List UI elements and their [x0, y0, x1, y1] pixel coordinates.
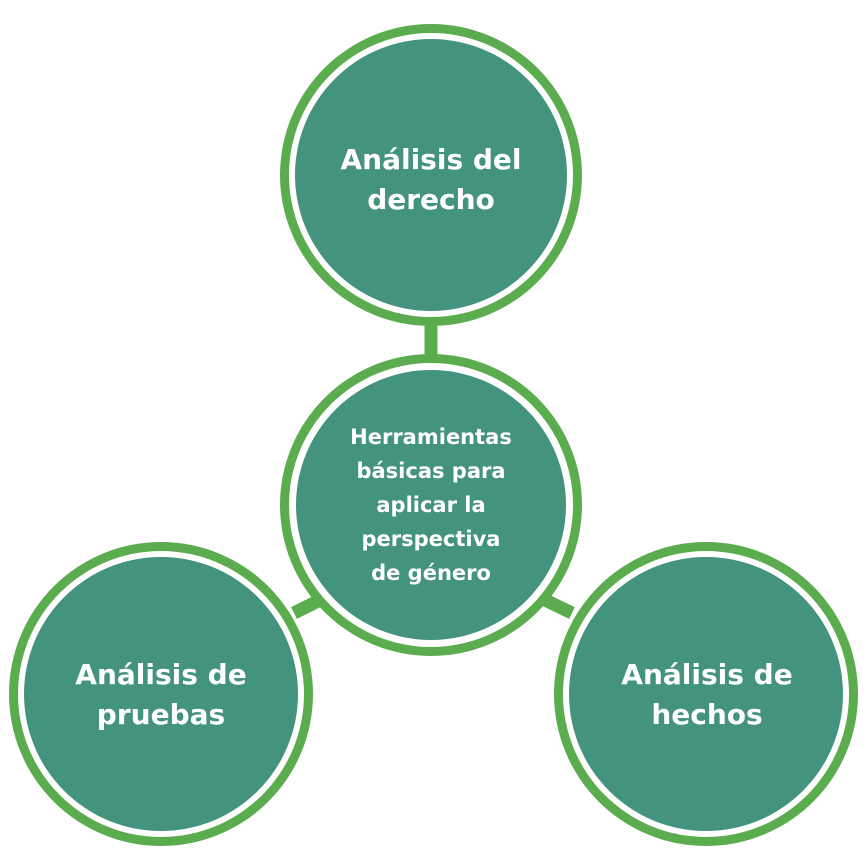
node-center-line: básicas para — [356, 458, 506, 483]
connector-right — [542, 594, 575, 619]
node-right-label: Análisis de hechos — [576, 635, 838, 755]
node-left — [9, 542, 313, 846]
node-left-disc — [24, 557, 298, 831]
node-left-line: Análisis de — [75, 658, 247, 692]
node-top-line: Análisis del — [340, 143, 522, 177]
node-center-line: de género — [371, 561, 491, 586]
node-center — [280, 354, 582, 656]
node-left-line: pruebas — [96, 698, 226, 731]
node-top-line: derecho — [367, 183, 495, 216]
node-right-line: hechos — [651, 698, 763, 731]
node-top — [280, 24, 582, 326]
node-center-line: aplicar la — [376, 492, 486, 517]
node-left-label: Análisis de pruebas — [30, 635, 292, 755]
node-top-label: Análisis del derecho — [300, 120, 562, 240]
node-top-disc — [295, 39, 567, 311]
node-right-disc — [569, 557, 843, 831]
node-center-disc — [296, 370, 566, 640]
node-center-label: Herramientas básicas para aplicar la per… — [320, 400, 542, 610]
node-right-line: Análisis de — [621, 658, 793, 692]
node-center-line: perspectiva — [361, 527, 501, 551]
node-center-line: Herramientas — [350, 424, 512, 449]
node-right — [554, 542, 858, 846]
